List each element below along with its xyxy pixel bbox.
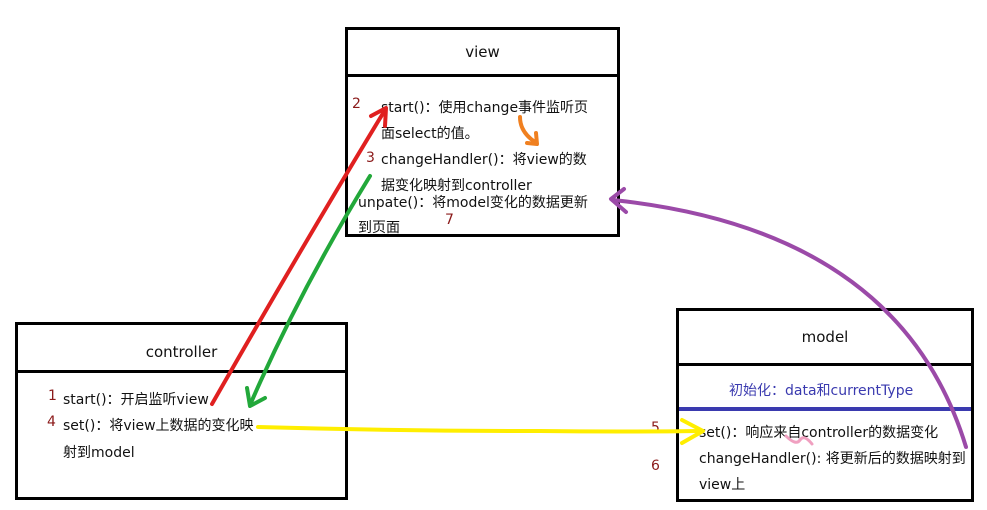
step-number-6: 6 xyxy=(651,458,660,474)
step-number-7: 7 xyxy=(445,212,454,228)
controller-set-line-2: 射到model xyxy=(63,445,135,461)
controller-box: controller start()：开启监听view set()：将view上… xyxy=(15,322,348,500)
model-header: model xyxy=(679,311,971,366)
step-number-4: 4 xyxy=(47,414,56,430)
view-start-line-2: 面select的值。 xyxy=(381,126,479,142)
view-start-line-1: start()：使用change事件监听页 xyxy=(381,100,589,116)
controller-set-line-1: set()：将view上数据的变化映 xyxy=(63,418,254,434)
model-init-line: 初始化：data和currentType xyxy=(729,383,914,399)
view-update-line-2: 到页面 xyxy=(358,220,400,236)
controller-header: controller xyxy=(18,325,345,373)
view-change-line-1: changeHandler()：将view的数 xyxy=(381,152,587,168)
controller-title: controller xyxy=(145,343,218,361)
model-title: model xyxy=(801,328,849,346)
view-header: view xyxy=(348,30,617,77)
view-title: view xyxy=(465,43,500,61)
step-number-5: 5 xyxy=(651,420,660,436)
step-number-2: 2 xyxy=(352,96,361,112)
step-number-3: 3 xyxy=(366,150,375,166)
model-init-divider xyxy=(679,407,971,411)
model-change-line-2: view上 xyxy=(699,477,746,493)
model-change-line-1: changeHandler(): 将更新后的数据映射到 xyxy=(699,451,966,467)
controller-start-line: start()：开启监听view xyxy=(63,392,209,408)
step-number-1: 1 xyxy=(48,388,57,404)
model-set-line: set()：响应来自controller的数据变化 xyxy=(699,425,939,441)
view-update-line-1: unpate()：将model变化的数据更新 xyxy=(358,195,588,211)
view-box: view start()：使用change事件监听页 面select的值。 ch… xyxy=(345,27,620,237)
view-change-line-2: 据变化映射到controller xyxy=(381,178,532,194)
model-box: model 初始化：data和currentType set()：响应来自con… xyxy=(676,308,974,502)
